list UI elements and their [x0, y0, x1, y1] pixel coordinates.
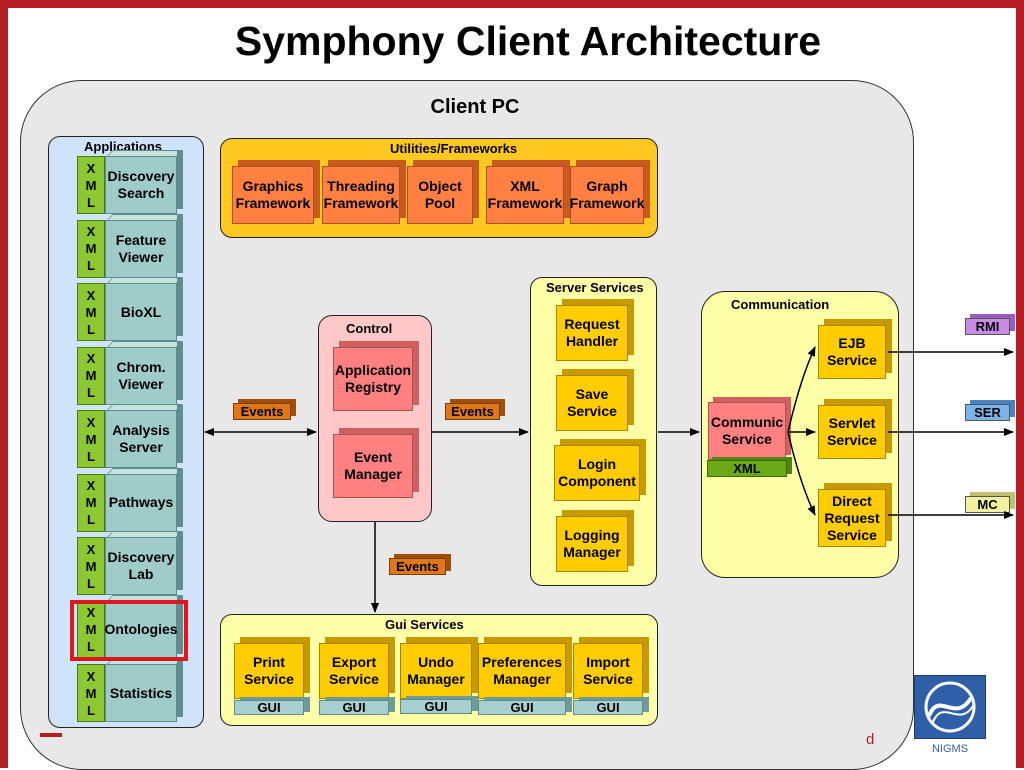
xml-letter: M: [85, 685, 97, 701]
app-box-side: [177, 405, 183, 463]
comm-servlet-service: Servlet Service: [818, 405, 886, 459]
events-tag-middle: Events: [445, 403, 500, 420]
framework-object-pool: Object Pool: [407, 166, 473, 224]
nigms-label: NIGMS: [931, 743, 969, 755]
gui-tag: GUI: [400, 699, 472, 714]
comm-ejb-service: EJB Service: [818, 325, 886, 379]
gui-undo-manager: Undo Manager: [400, 643, 472, 699]
xml-letter: M: [85, 622, 97, 637]
events-tag-bottom: Events: [389, 558, 446, 575]
framework-xml-framework: XML Framework: [486, 166, 564, 224]
xml-letter: X: [86, 414, 96, 430]
xml-letter: L: [87, 512, 95, 527]
ser-tag: SER: [965, 404, 1010, 421]
ontologies-highlight: [70, 600, 188, 661]
xml-letter: X: [86, 287, 96, 303]
app-box-side: [177, 151, 183, 209]
arrow-comm-direct: [787, 431, 816, 516]
gui-export-service: Export Service: [319, 643, 389, 699]
control-label: Control: [346, 321, 393, 336]
gui-import-service: Import Service: [573, 643, 643, 699]
server-logging-manager: Logging Manager: [556, 516, 628, 572]
gui-services-label: Gui Services: [385, 617, 464, 632]
events-tag-left: Events: [233, 403, 291, 420]
framework-graphics-framework: Graphics Framework: [232, 166, 314, 224]
gui-tag: GUI: [234, 700, 304, 715]
app-box-side: [177, 278, 183, 336]
xml-letter: M: [85, 304, 97, 320]
xml-letter: L: [87, 258, 95, 273]
communic-service-box: Communic Service: [708, 402, 786, 460]
xml-letter: X: [86, 224, 96, 239]
xml-letter: L: [87, 702, 95, 718]
xml-letter: X: [86, 541, 96, 557]
xml-letter: L: [87, 385, 95, 400]
app-box-side: [177, 595, 183, 654]
app-box-side: [177, 214, 183, 273]
utilities-label: Utilities/Frameworks: [390, 141, 518, 156]
xml-letter: X: [86, 160, 96, 176]
footer-red-glyph: d: [866, 731, 875, 748]
footer-red-mark: [40, 733, 62, 737]
xml-letter: M: [85, 241, 97, 256]
xml-letter: L: [87, 448, 95, 464]
mc-tag: MC: [965, 496, 1010, 513]
server-save-service: Save Service: [556, 375, 628, 431]
framework-graph-framework: Graph Framework: [570, 166, 644, 224]
app-box-side: [177, 532, 183, 590]
xml-letter: X: [86, 668, 96, 684]
gui-tag: GUI: [573, 700, 643, 715]
server-login-component: Login Component: [554, 445, 640, 501]
app-discovery-lab: Discovery Lab: [105, 537, 177, 595]
client-pc-label: Client PC: [430, 96, 520, 118]
app-discovery-search: Discovery Search: [105, 156, 177, 214]
xml-letter: M: [85, 558, 97, 574]
rmi-tag: RMI: [965, 318, 1010, 335]
gui-print-service: Print Service: [234, 643, 304, 699]
xml-letter: L: [87, 575, 95, 591]
app-statistics: Statistics: [105, 664, 177, 722]
communication-label: Communication: [731, 297, 830, 312]
gui-tag: GUI: [319, 700, 389, 715]
gui-tag: GUI: [478, 700, 566, 715]
app-analysis-server: Analysis Server: [105, 410, 177, 468]
app-box-side: [177, 659, 183, 717]
control-application-registry: Application Registry: [333, 347, 413, 411]
communic-xml-tag: XML: [707, 460, 787, 477]
xml-letter: M: [85, 495, 97, 510]
xml-letter: L: [87, 321, 95, 337]
xml-letter: M: [85, 431, 97, 447]
nigms-logo: [914, 675, 986, 739]
app-ontologies: Ontologies: [104, 600, 178, 659]
control-event-manager: Event Manager: [333, 434, 413, 498]
xml-letter: M: [85, 177, 97, 193]
xml-letter: X: [86, 351, 96, 366]
arrow-comm-ejb: [787, 346, 816, 433]
comm-direct-request-service: Direct Request Service: [818, 489, 886, 547]
xml-letter: M: [85, 368, 97, 383]
app-box-side: [177, 341, 183, 400]
app-box-side: [177, 468, 183, 527]
server-services-label: Server Services: [546, 280, 644, 295]
app-chrom-viewer: Chrom. Viewer: [105, 346, 177, 405]
page-title: Symphony Client Architecture: [234, 18, 822, 64]
gui-preferences-manager: Preferences Manager: [478, 643, 566, 699]
xml-letter: X: [86, 605, 96, 620]
server-request-handler: Request Handler: [556, 305, 628, 361]
xml-letter: L: [87, 639, 95, 654]
xml-letter: L: [87, 194, 95, 210]
framework-threading-framework: Threading Framework: [322, 166, 400, 224]
xml-letter: X: [86, 478, 96, 493]
